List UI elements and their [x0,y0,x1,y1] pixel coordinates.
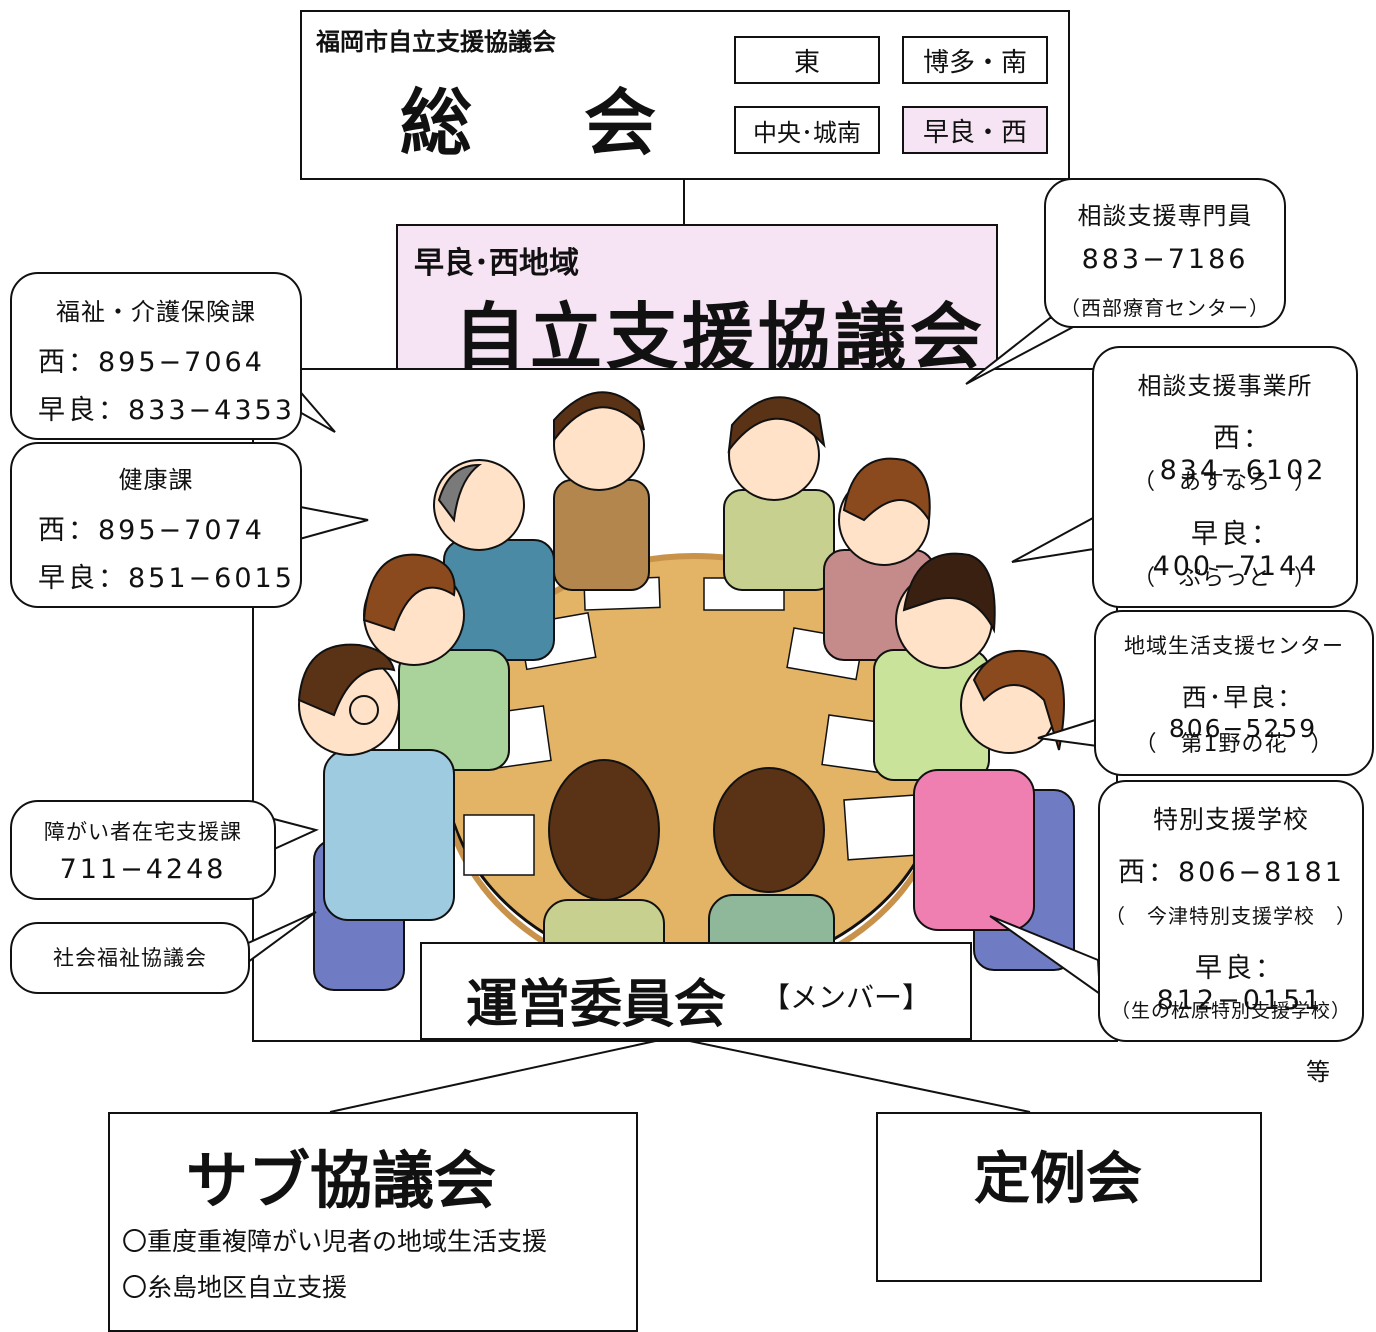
callout-office-nishi: 西：834−6102 [1159,423,1327,486]
callout-disability-home-support: 障がい者在宅支援課 711−4248 [10,800,276,900]
callout-social-welfare-council: 社会福祉協議会 [10,922,250,994]
steering-committee-box: 運営委員会 【メンバー】 [420,942,972,1040]
sub-council-item-1: 〇重度重複障がい児者の地域生活支援 [122,1227,548,1256]
callout-welfare-title: 福祉・介護保険課 [56,298,256,326]
callout-school-nishi: 西：806−8181 [1118,857,1345,888]
callout-center-nonohana: （ 第1野の花 ） [1134,732,1334,757]
regular-meeting-title: 定例会 [974,1147,1142,1212]
callout-health: 健康課 西：895−7074 早良：851−6015 [10,442,302,608]
sub-council-title: サブ協議会 [186,1144,497,1217]
callout-health-sawara: 早良：851−6015 [38,563,295,594]
callout-welfare-nishi: 西：895−7064 [38,347,265,378]
callout-welfare-care-insurance: 福祉・介護保険課 西：895−7064 早良：833−4353 [10,272,302,440]
regional-title: 自立支援協議会 [454,295,987,379]
callout-community-life-support-center: 地域生活支援センター 西･早良：806−5259 （ 第1野の花 ） [1094,610,1374,776]
callout-office-plat: （ ぷらっと ） [1132,566,1317,591]
general-assembly-box: 福岡市自立支援協議会 総 会 東 博多・南 中央･城南 早良・西 [300,10,1070,180]
callout-specialist-title: 相談支援専門員 [1077,202,1253,230]
callout-school-imazu: （ 今津特別支援学校 ） [1105,904,1357,928]
meeting-illustration-frame [252,368,1118,1042]
callout-consult-office: 相談支援事業所 西：834−6102 （ あすなろ ） 早良：400−7144 … [1092,346,1358,608]
callout-center-phone: 西･早良：806−5259 [1168,683,1318,743]
callout-health-nishi: 西：895−7074 [38,515,265,546]
callout-health-title: 健康課 [118,466,194,494]
regular-meeting-box: 定例会 [876,1112,1262,1282]
assembly-title: 総 会 [400,81,677,165]
meeting-illustration [297,391,1075,1040]
callout-office-title: 相談支援事業所 [1137,372,1313,400]
callout-disability-phone: 711−4248 [59,854,227,885]
callout-disability-title: 障がい者在宅支援課 [44,820,242,844]
etc-note: 等 [1306,1058,1330,1086]
regional-area: 早良･西地域 [414,246,579,281]
regional-council-box: 早良･西地域 自立支援協議会 [396,224,998,379]
district-east[interactable]: 東 [734,36,880,84]
sub-council-item-2: 〇糸島地区自立支援 [122,1273,348,1302]
sub-council-box: サブ協議会 〇重度重複障がい児者の地域生活支援 〇糸島地区自立支援 [108,1112,638,1332]
district-hakata-minami[interactable]: 博多・南 [902,36,1048,84]
committee-members-label: 【メンバー】 [762,981,931,1014]
callout-school-sawara: 早良：812−0151 [1156,953,1324,1016]
callout-social-welfare-title: 社会福祉協議会 [53,946,207,970]
callout-special-support-school: 特別支援学校 西：806−8181 （ 今津特別支援学校 ） 早良：812−01… [1098,780,1364,1042]
callout-specialist-phone: 883−7186 [1081,244,1249,275]
callout-school-title: 特別支援学校 [1152,805,1309,834]
committee-title: 運営委員会 [466,975,727,1035]
callout-school-ikinomatsubara: （生の松原特別支援学校） [1110,1000,1351,1022]
callout-consult-specialist: 相談支援専門員 883−7186 （西部療育センター） [1044,178,1286,328]
callout-specialist-org: （西部療育センター） [1060,296,1270,320]
callout-office-sawara: 早良：400−7144 [1152,519,1320,582]
district-sawara-nishi[interactable]: 早良・西 [902,106,1048,154]
callout-center-title: 地域生活支援センター [1124,634,1344,658]
callout-welfare-sawara: 早良：833−4353 [38,395,295,426]
district-chuo-jonan[interactable]: 中央･城南 [734,106,880,154]
callout-office-asunaro: （ あすなろ ） [1132,470,1317,495]
assembly-org-name: 福岡市自立支援協議会 [316,28,556,56]
